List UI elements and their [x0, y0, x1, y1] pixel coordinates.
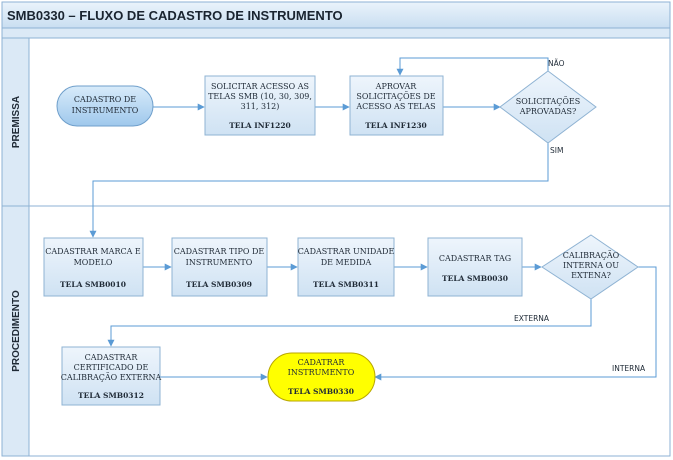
node-solicitacoes-aprovadas: SOLICITAÇÕES APROVADAS? — [499, 70, 597, 144]
node-aprovar-solicitacoes: APROVAR SOLICITAÇÕES DE ACESSO AS TELAS … — [349, 75, 444, 136]
svg-text:CALIBRAÇÃO EXTERNA: CALIBRAÇÃO EXTERNA — [61, 373, 162, 382]
svg-text:DE MEDIDA: DE MEDIDA — [321, 258, 372, 267]
lane-label-premissa: PREMISSA — [11, 96, 22, 148]
screen-code: TELA SMB0330 — [288, 387, 354, 396]
title-bar: SMB0330 – FLUXO DE CADASTRO DE INSTRUMEN… — [1, 1, 671, 29]
node-cadastrar-tag: CADASTRAR TAG TELA SMB0030 — [427, 237, 523, 297]
svg-text:SOLICITAÇÕES DE: SOLICITAÇÕES DE — [356, 92, 435, 101]
svg-text:CADASTRAR MARCA E: CADASTRAR MARCA E — [45, 247, 141, 256]
svg-text:SOLICITAÇÕES: SOLICITAÇÕES — [516, 97, 580, 106]
screen-code: TELA SMB0010 — [60, 280, 126, 289]
screen-code: TELA SMB0311 — [313, 280, 379, 289]
diagram-title: SMB0330 – FLUXO DE CADASTRO DE INSTRUMEN… — [7, 8, 343, 23]
screen-code: TELA INF1220 — [229, 121, 291, 130]
node-solicitar-acesso: SOLICITAR ACESSO AS TELAS SMB (10, 30, 3… — [204, 75, 316, 136]
svg-text:INTERNA OU: INTERNA OU — [563, 261, 619, 270]
svg-text:INSTRUMENTO: INSTRUMENTO — [288, 368, 355, 377]
screen-code: TELA SMB0030 — [442, 274, 508, 283]
connectors — [89, 57, 657, 381]
edge-label-interna: INTERNA — [612, 364, 646, 373]
svg-text:CADASTRO DE: CADASTRO DE — [74, 95, 136, 104]
edge-label-sim: SIM — [550, 146, 563, 155]
svg-text:CADASTRAR UNIDADE: CADASTRAR UNIDADE — [298, 247, 395, 256]
screen-code: TELA SMB0309 — [186, 280, 252, 289]
screen-code: TELA SMB0312 — [78, 391, 144, 400]
edge-label-nao: NÃO — [548, 59, 565, 68]
svg-text:ACESSO AS TELAS: ACESSO AS TELAS — [355, 102, 435, 111]
svg-text:311, 312): 311, 312) — [241, 102, 280, 111]
svg-text:APROVAR: APROVAR — [375, 82, 418, 91]
edge-nao-loop — [396, 57, 549, 76]
node-cadatrar-instrumento: CADATRAR INSTRUMENTO TELA SMB0330 — [267, 352, 376, 402]
edge-sim-to-procedimento — [89, 143, 549, 238]
svg-text:CADASTRAR TAG: CADASTRAR TAG — [439, 254, 511, 263]
svg-text:EXTENA?: EXTENA? — [571, 271, 611, 280]
edge-label-externa: EXTERNA — [514, 314, 550, 323]
node-cadastrar-tipo: CADASTRAR TIPO DE INSTRUMENTO TELA SMB03… — [171, 237, 268, 297]
svg-text:CADASTRAR TIPO DE: CADASTRAR TIPO DE — [174, 247, 265, 256]
svg-text:INSTRUMENTO: INSTRUMENTO — [72, 106, 139, 115]
node-cadastrar-unidade: CADASTRAR UNIDADE DE MEDIDA TELA SMB0311 — [297, 237, 395, 297]
title-spacer — [1, 27, 671, 39]
edge-externa — [107, 299, 592, 347]
svg-text:TELAS SMB (10, 30, 309,: TELAS SMB (10, 30, 309, — [208, 92, 312, 101]
svg-text:INSTRUMENTO: INSTRUMENTO — [186, 258, 253, 267]
svg-text:CALIBRAÇÃO: CALIBRAÇÃO — [563, 251, 620, 260]
svg-text:MODELO: MODELO — [74, 258, 113, 267]
svg-text:CADATRAR: CADATRAR — [298, 358, 346, 367]
lane-label-procedimento: PROCEDIMENTO — [11, 290, 22, 372]
node-cadastrar-marca: CADASTRAR MARCA E MODELO TELA SMB0010 — [43, 237, 144, 297]
screen-code: TELA INF1230 — [365, 121, 427, 130]
svg-text:CADASTRAR: CADASTRAR — [85, 353, 139, 362]
svg-text:APROVADAS?: APROVADAS? — [519, 107, 577, 116]
node-calibracao: CALIBRAÇÃO INTERNA OU EXTENA? — [541, 234, 639, 300]
svg-text:CERTIFICADO DE: CERTIFICADO DE — [74, 363, 149, 372]
svg-text:SOLICITAR ACESSO AS: SOLICITAR ACESSO AS — [211, 82, 309, 91]
node-cadastrar-certificado: CADASTRAR CERTIFICADO DE CALIBRAÇÃO EXTE… — [61, 346, 162, 406]
edge-interna — [374, 266, 657, 381]
node-cadastro-instrumento: CADASTRO DE INSTRUMENTO — [56, 85, 154, 127]
